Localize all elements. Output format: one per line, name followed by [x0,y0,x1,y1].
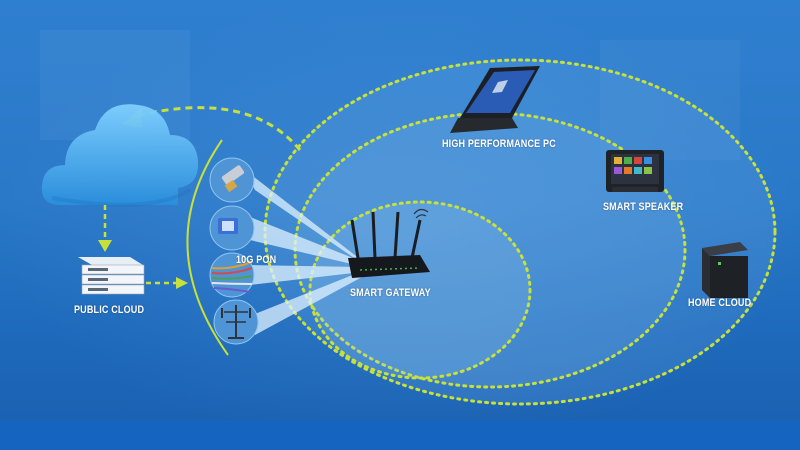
high-performance-pc-label: HIGH PERFORMANCE PC [442,138,556,150]
router-icon [348,208,430,278]
return-arrow [139,106,302,151]
inner-ring [308,200,532,380]
server-to-pon-arrow-head [176,277,188,289]
outer-ring [263,58,777,406]
home-cloud-label: HOME CLOUD [688,297,752,309]
cloud-to-server-arrow-head [98,240,112,252]
public-cloud-label: PUBLIC CLOUD [74,304,145,316]
laptop-icon [450,66,540,133]
cloud-icon [41,104,199,207]
ethernet-plug-icon [209,205,255,251]
connection-beams [245,170,362,335]
smart-speaker-icon [606,150,664,192]
pon-label: 10G PON [236,254,277,266]
nas-icon [702,242,748,298]
antenna-tower-icon [213,299,259,345]
pon-arc [186,139,229,356]
connector-icon [209,157,255,203]
bottom-bar [0,420,800,450]
smart-speaker-label: SMART SPEAKER [603,201,684,213]
server-icon [78,257,145,295]
smart-gateway-label: SMART GATEWAY [350,287,431,299]
fiber-cable-icon [209,252,255,298]
